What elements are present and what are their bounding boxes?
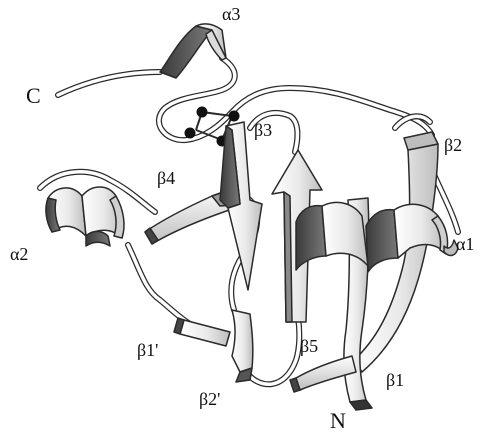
coil-beta2prime-to-beta5: [246, 318, 299, 384]
label-beta4: β4: [157, 168, 175, 188]
coil-c-terminal: [58, 72, 160, 95]
strand-beta1-prime: [174, 318, 230, 346]
label-alpha1: α1: [456, 234, 474, 254]
label-beta2-prime: β2': [199, 389, 220, 409]
coil-alpha2-to-beta1prime: [128, 245, 190, 324]
atom-1: [197, 107, 208, 118]
label-alpha3: α3: [222, 4, 240, 24]
helix-alpha3: [160, 24, 226, 78]
strand-beta3: [220, 122, 262, 290]
label-c-terminus: C: [26, 83, 41, 108]
label-beta1-prime: β1': [137, 340, 158, 360]
atom-3: [229, 111, 240, 122]
label-beta5: β5: [300, 336, 318, 356]
label-n-terminus: N: [330, 408, 346, 433]
label-alpha2: α2: [10, 244, 28, 264]
helix-alpha2: [46, 187, 124, 246]
atom-2: [185, 128, 196, 139]
label-beta2: β2: [444, 135, 462, 155]
label-beta3: β3: [254, 120, 272, 140]
helix-alpha1: [296, 202, 458, 272]
strand-beta2-prime: [232, 310, 253, 382]
label-beta1: β1: [386, 370, 404, 390]
